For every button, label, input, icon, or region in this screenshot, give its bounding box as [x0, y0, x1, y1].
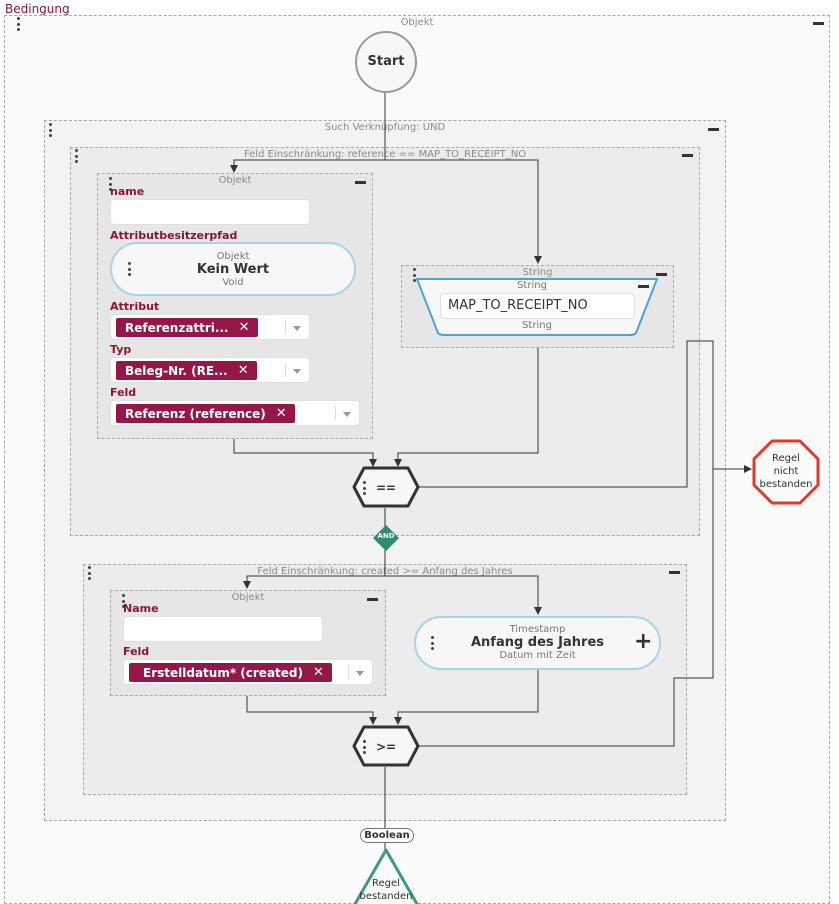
type-label: Typ	[110, 343, 132, 356]
string-box-collapse-icon[interactable]	[656, 273, 667, 276]
page-title: Bedingung	[5, 2, 70, 16]
rule-passed-node[interactable]: Regel bestanden	[345, 877, 427, 903]
timestamp-value-pill[interactable]: Timestamp Anfang des Jahres Datum mit Ze…	[414, 616, 661, 670]
search-menu-icon[interactable]	[48, 123, 52, 137]
restriction1-menu-icon[interactable]	[74, 149, 78, 163]
equals-operator-menu-icon[interactable]	[362, 481, 366, 495]
restriction2-field-chip: Erstelldatum* (created) ✕	[129, 663, 332, 682]
field-chip-label: Referenz (reference)	[125, 406, 266, 421]
gte-operator-menu-icon[interactable]	[362, 740, 366, 754]
restriction2-object-title: Objekt	[231, 592, 265, 603]
restriction1-title: Feld Einschränkung: reference == MAP_TO_…	[243, 149, 527, 160]
type-chip-label: Beleg-Nr. (RE...	[125, 363, 228, 378]
owner-path-type: Objekt	[216, 251, 250, 262]
timestamp-sub: Datum mit Zeit	[499, 650, 576, 661]
type-chip-remove-icon[interactable]: ✕	[237, 363, 249, 378]
restriction2-collapse-icon[interactable]	[669, 571, 680, 574]
rule-passed-shape	[353, 848, 419, 904]
name-input[interactable]	[110, 199, 310, 225]
attribute-chip-label: Referenzattri...	[125, 320, 229, 335]
rule-failed-node[interactable]: Regel nicht bestanden	[752, 452, 820, 491]
owner-path-value: Kein Wert	[196, 262, 270, 277]
start-node-shape	[355, 31, 417, 93]
string-box-menu-icon[interactable]	[412, 268, 416, 282]
root-collapse-icon[interactable]	[813, 22, 824, 25]
attribute-label: Attribut	[110, 300, 160, 313]
restriction1-object-collapse-icon[interactable]	[355, 181, 366, 184]
restriction2-object-collapse-icon[interactable]	[367, 598, 378, 601]
field-chip-remove-icon[interactable]: ✕	[275, 406, 287, 421]
rule-passed-line1: Regel	[372, 878, 400, 889]
field-dropdown-icon[interactable]	[343, 412, 351, 417]
string-inner-title: String	[517, 280, 547, 291]
equals-operator-shape	[352, 466, 420, 508]
rule-failed-line2: nicht	[773, 466, 799, 477]
search-title: Such Verknüpfung: UND	[324, 122, 446, 133]
owner-path-menu-icon[interactable]	[127, 262, 131, 276]
owner-path-label: Attributbesitzerpfad	[110, 229, 238, 242]
and-badge-shape	[373, 525, 399, 551]
restriction2-title: Feld Einschränkung: created >= Anfang de…	[257, 566, 513, 577]
output-type-badge: Boolean	[360, 828, 414, 843]
field-select[interactable]: Referenz (reference) ✕	[110, 400, 360, 426]
restriction2-object-menu-icon[interactable]	[121, 594, 125, 608]
restriction2-name-label: Name	[123, 602, 159, 615]
start-node[interactable]: Start	[367, 54, 405, 69]
restriction2-field-chip-label: Erstelldatum* (created)	[143, 665, 303, 680]
timestamp-type: Timestamp	[509, 624, 566, 635]
equals-operator[interactable]: ==	[375, 481, 397, 495]
restriction1-collapse-icon[interactable]	[682, 154, 693, 157]
type-dropdown-icon[interactable]	[293, 369, 301, 374]
gte-operator-shape	[352, 725, 420, 767]
attribute-dropdown-icon[interactable]	[293, 326, 301, 331]
string-box-title: String	[522, 267, 553, 278]
timestamp-menu-icon[interactable]	[430, 636, 434, 650]
restriction2-name-input[interactable]	[123, 616, 323, 642]
root-object-title: Objekt	[400, 17, 434, 28]
string-value-text: MAP_TO_RECEIPT_NO	[448, 298, 588, 313]
type-select[interactable]: Beleg-Nr. (RE... ✕	[110, 357, 310, 383]
gte-operator[interactable]: >=	[375, 740, 397, 754]
timestamp-value: Anfang des Jahres	[470, 635, 605, 650]
restriction2-field-select[interactable]: Erstelldatum* (created) ✕	[123, 659, 373, 685]
restriction1-object-menu-icon[interactable]	[108, 177, 112, 191]
timestamp-add-icon[interactable]: +	[634, 629, 653, 654]
restriction2-field-label: Feld	[123, 645, 150, 658]
type-chip: Beleg-Nr. (RE... ✕	[116, 361, 257, 380]
rule-failed-shape	[752, 439, 820, 505]
restriction2-field-dropdown-icon[interactable]	[356, 671, 364, 676]
owner-path-sub: Void	[222, 277, 244, 288]
string-value-input[interactable]: MAP_TO_RECEIPT_NO	[440, 293, 635, 319]
restriction2-field-chip-remove-icon[interactable]: ✕	[312, 665, 324, 680]
search-collapse-icon[interactable]	[708, 128, 719, 131]
name-label: name	[110, 185, 145, 198]
string-inner-collapse-icon[interactable]	[638, 285, 649, 288]
owner-path-value-pill[interactable]: Objekt Kein Wert Void	[110, 242, 356, 296]
string-bottom-label: String	[522, 320, 552, 331]
restriction2-menu-icon[interactable]	[87, 566, 91, 580]
field-chip: Referenz (reference) ✕	[116, 404, 295, 423]
attribute-select[interactable]: Referenzattri... ✕	[110, 314, 310, 340]
rule-failed-line1: Regel	[772, 453, 800, 464]
restriction1-object-title: Objekt	[218, 175, 252, 186]
attribute-chip-remove-icon[interactable]: ✕	[238, 320, 250, 335]
rule-passed-line2: bestanden	[359, 891, 413, 902]
and-badge[interactable]: AND	[377, 532, 395, 540]
root-menu-icon[interactable]	[16, 17, 20, 31]
field-label: Feld	[110, 386, 137, 399]
attribute-chip: Referenzattri... ✕	[116, 318, 258, 337]
rule-failed-line3: bestanden	[759, 479, 813, 490]
